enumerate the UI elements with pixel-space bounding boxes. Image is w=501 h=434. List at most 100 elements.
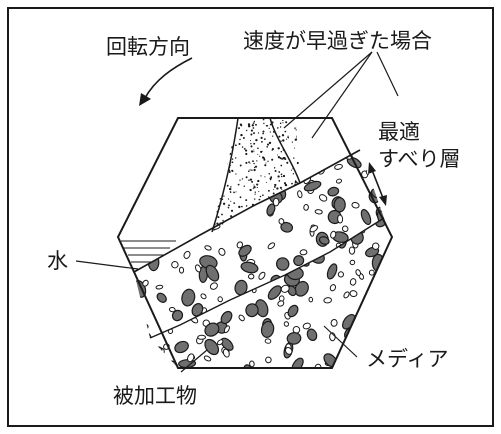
workpiece-particle <box>160 236 176 251</box>
sliding-layer-top-edge <box>133 149 361 273</box>
stream-dot <box>207 133 209 135</box>
stream-dot <box>212 142 213 144</box>
stream-dot <box>213 170 215 172</box>
stream-dot <box>286 161 289 164</box>
media-particle <box>218 247 226 256</box>
stream-dot <box>293 233 295 235</box>
media-particle <box>231 314 238 323</box>
stream-dot <box>233 202 236 204</box>
stream-dot <box>255 123 257 126</box>
stream-dot <box>284 130 287 133</box>
media-particle <box>264 338 272 344</box>
stream-dot <box>212 115 214 117</box>
media-particle <box>320 278 327 286</box>
rotation-arrowhead <box>139 93 151 106</box>
stream-dot <box>218 161 221 164</box>
media-particle <box>127 329 135 337</box>
stream-dot <box>230 224 233 226</box>
stream-dot <box>242 213 244 215</box>
media-particle <box>330 319 338 327</box>
stream-dot <box>239 236 241 238</box>
stream-dot <box>214 121 217 124</box>
stream-dot <box>212 121 215 124</box>
stream-dot <box>279 211 281 214</box>
stream-dot <box>213 140 215 142</box>
stream-dot <box>282 236 283 237</box>
stream-dot <box>254 193 256 195</box>
rotation-direction-label: 回転方向 <box>106 35 190 59</box>
stream-dot <box>231 169 234 172</box>
stream-dot <box>262 132 264 135</box>
stream-dot <box>253 132 255 135</box>
stream-dot <box>221 213 223 216</box>
stream-dot <box>219 197 222 200</box>
stream-dot <box>223 166 225 169</box>
frame-border <box>7 7 494 427</box>
stream-dot <box>255 138 258 142</box>
stream-dot <box>295 138 298 140</box>
media-particle <box>183 230 193 237</box>
stream-dot <box>245 199 248 202</box>
stream-dot <box>260 140 263 143</box>
media-particle <box>355 269 362 277</box>
stream-dot <box>213 158 215 160</box>
stream-dot <box>280 140 282 142</box>
stream-dot <box>206 213 207 214</box>
stream-dot <box>265 162 267 164</box>
stream-dot <box>247 125 251 128</box>
stream-dot <box>291 182 293 185</box>
stream-dot <box>212 128 214 130</box>
stream-dot <box>221 114 223 116</box>
media-particle <box>296 300 304 307</box>
stream-dot <box>226 129 228 131</box>
stream-dot <box>257 236 258 237</box>
stream-dot <box>259 195 262 198</box>
stream-dot <box>294 147 296 149</box>
stream-dot <box>250 235 252 237</box>
stream-dot <box>239 179 241 181</box>
stream-dot <box>278 180 281 182</box>
workpiece-particle <box>287 304 299 318</box>
stream-dot <box>274 184 277 186</box>
media-particle <box>302 322 311 330</box>
stream-dot <box>271 148 274 151</box>
stream-dot <box>278 171 281 173</box>
stream-dot <box>223 195 225 197</box>
workpiece-particle <box>183 150 196 158</box>
stream-dot <box>300 170 301 171</box>
media-particle <box>186 224 194 232</box>
stream-dot <box>265 223 267 225</box>
media-particle <box>284 347 293 355</box>
stream-dot <box>294 127 296 129</box>
media-particle <box>174 158 180 165</box>
media-particle <box>201 150 209 152</box>
stream-dot <box>264 138 266 140</box>
stream-dot <box>257 147 259 150</box>
stream-dot <box>262 118 265 121</box>
stream-dot <box>231 115 232 116</box>
stream-dot <box>238 223 242 227</box>
stream-dot <box>213 194 215 197</box>
stream-dot <box>232 132 235 135</box>
stream-dot <box>304 142 306 144</box>
stream-dot <box>251 124 254 127</box>
workpiece-particle <box>280 221 294 233</box>
workpiece-particle <box>245 303 259 318</box>
stream-dot <box>213 123 216 126</box>
stream-dot <box>253 116 254 117</box>
stream-dot <box>262 194 264 196</box>
media-particle <box>165 371 170 378</box>
stream-dot <box>254 165 258 168</box>
stream-dot <box>303 148 304 149</box>
media-particle <box>337 276 346 284</box>
stream-dot <box>217 216 220 219</box>
stream-dot <box>270 223 272 225</box>
stream-dot <box>273 219 276 222</box>
stream-dot <box>265 124 268 127</box>
media-particle <box>314 209 323 215</box>
stream-dot <box>226 163 228 165</box>
media-particle <box>297 190 303 199</box>
stream-dot <box>205 209 207 211</box>
stream-dot <box>212 134 215 137</box>
stream-dot <box>277 175 280 178</box>
